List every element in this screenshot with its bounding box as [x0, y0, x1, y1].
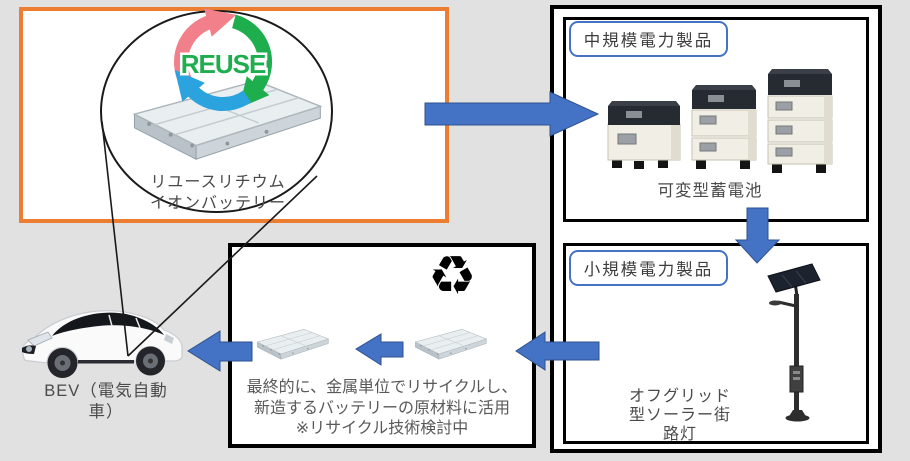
recycled-battery-image-left — [248, 326, 334, 364]
recycle-description-line2: 新造するバッテリーの原材料に活用 — [253, 399, 510, 417]
bev-label: BEV（電気自動 車） — [23, 381, 189, 423]
reuse-battery-label: リユースリチウム イオンバッテリー — [118, 172, 318, 214]
reuse-battery-label-line2: イオンバッテリー — [149, 195, 286, 212]
storage-battery-units-image — [607, 69, 833, 173]
storage-battery-label: 可変型蓄電池 — [610, 177, 810, 201]
reuse-cycle-arrows-icon — [173, 8, 272, 112]
bev-car-image — [21, 310, 183, 378]
medium-power-tag-label: 中規模電力製品 — [583, 32, 714, 50]
solar-street-light-image — [767, 263, 821, 422]
bev-label-line1: BEV（電気自動 — [44, 382, 168, 400]
recycle-icon: ♻ — [428, 246, 477, 306]
recycle-description-line1: 最終的に、金属単位でリサイクルし、 — [246, 379, 518, 396]
solar-label-line3: 路灯 — [662, 426, 697, 443]
small-power-tag-label: 小規模電力製品 — [583, 261, 714, 279]
storage-unit-small — [607, 101, 681, 169]
small-power-tag: 小規模電力製品 — [569, 250, 728, 286]
reuse-battery-label-line1: リユースリチウム — [150, 174, 286, 191]
reuse-logo-text: REUSE — [181, 49, 266, 79]
medium-power-tag: 中規模電力製品 — [569, 21, 728, 57]
storage-battery-label-text: 可変型蓄電池 — [657, 182, 763, 200]
solar-street-light-label: オフグリッド 型ソーラー街 路灯 — [598, 387, 762, 444]
recycle-description: 最終的に、金属単位でリサイクルし、 新造するバッテリーの原材料に活用 ※リサイク… — [236, 378, 528, 440]
reuse-logo: REUSE — [173, 8, 272, 112]
recycle-description-line3: ※リサイクル技術検討中 — [295, 420, 469, 437]
solar-label-line1: オフグリッド — [628, 388, 731, 405]
storage-unit-large — [767, 69, 833, 173]
storage-unit-medium — [691, 85, 757, 169]
solar-label-line2: 型ソーラー街 — [628, 407, 731, 424]
bev-label-line2: 車） — [88, 403, 124, 421]
recycled-battery-image-right — [406, 326, 492, 364]
